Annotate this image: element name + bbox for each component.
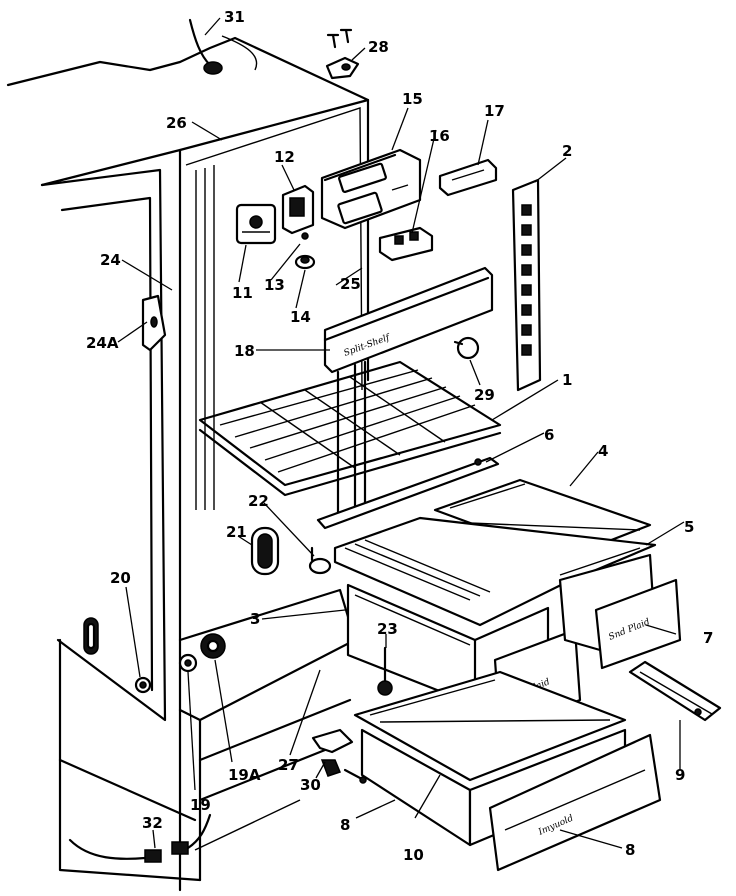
part-31-cord <box>188 18 258 75</box>
part-7-meat-keeper: Snd Plaid <box>558 553 682 670</box>
part-6-rail <box>316 456 500 530</box>
callout-16: 16 <box>429 127 450 145</box>
callout-32: 32 <box>142 814 163 832</box>
callout-28: 28 <box>368 38 389 56</box>
callout-2: 2 <box>562 142 572 160</box>
part-28-hinge <box>325 28 360 80</box>
part-13-14-knob <box>294 232 316 270</box>
callout-17: 17 <box>484 102 505 120</box>
part-1-wire-shelf <box>198 360 502 497</box>
part-18-shelf-trim: Split-Shelf <box>323 266 494 522</box>
part-9-slide-rail <box>628 660 722 722</box>
part-19a-plug <box>200 633 226 659</box>
callout-24: 24 <box>100 251 121 269</box>
callout-19: 19 <box>190 796 211 814</box>
callout-23: 23 <box>377 620 398 638</box>
part-10-drawer-tray <box>353 670 627 782</box>
part-15-light-housing <box>320 148 422 230</box>
leader-lines <box>117 17 685 849</box>
callout-20: 20 <box>110 569 131 587</box>
callout-11: 11 <box>232 284 253 302</box>
callout-4: 4 <box>598 442 608 460</box>
callout-14: 14 <box>290 308 311 326</box>
callout-30: 30 <box>300 776 321 794</box>
cabinet-body <box>6 36 370 892</box>
part-21-drain <box>250 526 280 576</box>
callout-8-left: 8 <box>340 816 350 834</box>
callout-6: 6 <box>544 426 554 444</box>
callout-31: 31 <box>224 8 245 26</box>
callout-19a: 19A <box>228 766 261 784</box>
part-32-cord-plug <box>68 813 212 863</box>
part-29-screw <box>453 336 480 360</box>
part-30-bracket <box>311 728 367 784</box>
callout-18: 18 <box>234 342 255 360</box>
part-11-control-housing <box>235 203 277 245</box>
callout-9: 9 <box>675 766 685 784</box>
part-22-plug <box>308 546 332 575</box>
callout-8-right: 8 <box>625 841 635 859</box>
callout-3: 3 <box>250 610 260 628</box>
part-20-grommet <box>134 676 152 694</box>
callout-15: 15 <box>402 90 423 108</box>
callout-13: 13 <box>264 276 285 294</box>
part-19-grommet <box>178 653 198 673</box>
part-24a-clip <box>141 294 167 352</box>
callout-24a: 24A <box>86 334 119 352</box>
callout-22: 22 <box>248 492 269 510</box>
part-16-bracket <box>378 226 434 262</box>
callout-26: 26 <box>166 114 187 132</box>
callout-1: 1 <box>562 371 572 389</box>
callout-12: 12 <box>274 148 295 166</box>
callout-27: 27 <box>278 756 299 774</box>
callout-5: 5 <box>684 518 694 536</box>
callout-7: 7 <box>703 629 713 647</box>
callout-25: 25 <box>340 275 361 293</box>
part-23-roller <box>377 646 393 696</box>
part-2-shelf-ladder <box>511 178 542 392</box>
callout-10: 10 <box>403 846 424 864</box>
part-12-thermostat <box>281 184 315 235</box>
callout-21: 21 <box>226 523 247 541</box>
callout-labels: 31 28 15 17 26 12 16 2 24 11 13 25 14 24… <box>86 8 713 864</box>
callout-29: 29 <box>474 386 495 404</box>
part-17-lens-cover <box>438 158 498 197</box>
part-8-lower-drawer: Imyuold <box>360 728 662 872</box>
